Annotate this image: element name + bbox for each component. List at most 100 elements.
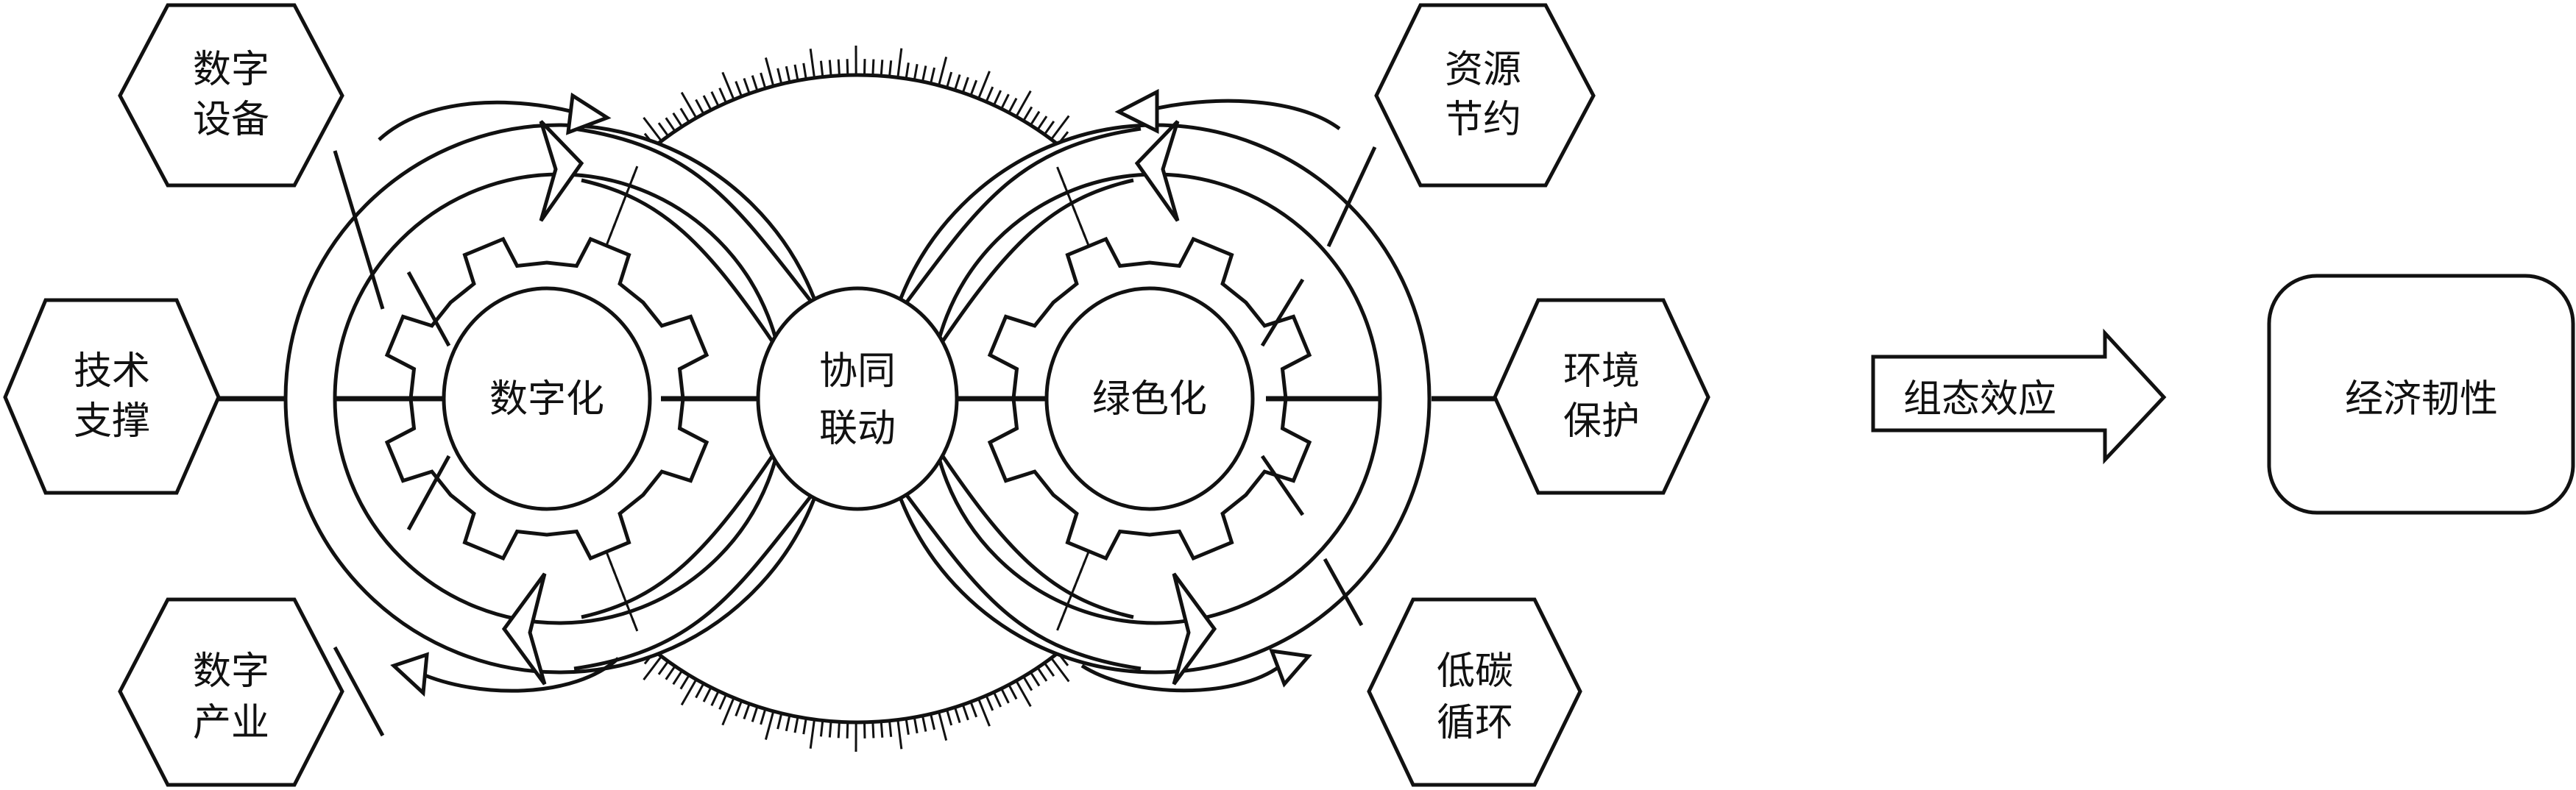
tick-mark [880, 721, 884, 738]
outcome-label: 经济韧性 [2345, 377, 2498, 421]
tick-mark [751, 75, 759, 92]
tick-mark [735, 700, 743, 716]
tick-mark [793, 64, 799, 81]
factor-label: 低碳 [1437, 650, 1513, 694]
tick-mark [837, 722, 841, 739]
arrow-left-icon [390, 652, 429, 697]
tick-mark [743, 703, 751, 720]
tick-mark [946, 71, 953, 88]
tick-mark [930, 67, 936, 84]
tick-mark [938, 57, 948, 86]
effect-arrow-label: 组态效应 [1903, 377, 2056, 421]
tick-mark [1008, 97, 1018, 113]
tick-mark [718, 88, 727, 104]
tick-mark [1022, 676, 1033, 691]
tick-mark [993, 90, 1002, 106]
factor-label: 数字 [193, 650, 269, 694]
curved-arrows [378, 88, 1341, 697]
tick-mark [718, 694, 727, 710]
tick-mark [643, 116, 662, 142]
tick-mark [776, 68, 783, 85]
tick-mark [710, 91, 720, 107]
tick-mark [828, 60, 832, 76]
tick-mark [631, 618, 639, 632]
factor-label: 技术 [74, 349, 150, 394]
tick-mark [760, 72, 767, 89]
center-label: 协同 [819, 349, 896, 394]
factor-environment-protection: 环境 保护 [1493, 298, 1710, 495]
tick-mark [1029, 672, 1041, 687]
tick-mark [846, 722, 849, 739]
tick-mark [665, 117, 676, 132]
tick-mark [631, 166, 639, 179]
tick-mark [880, 60, 884, 76]
factor-digital-industry: 数字 产业 [118, 597, 344, 787]
tick-mark [751, 705, 759, 722]
tick-mark [665, 665, 676, 680]
tick-mark [985, 86, 994, 102]
arrow-left-icon [501, 572, 547, 686]
tick-mark [961, 704, 969, 721]
tick-mark [993, 691, 1002, 708]
tick-mark [969, 701, 978, 718]
tick-mark [1056, 617, 1064, 631]
factor-label: 保护 [1563, 399, 1640, 444]
tick-mark [760, 708, 767, 725]
tick-mark [1022, 106, 1033, 121]
tick-mark [871, 722, 875, 739]
tick-mark [710, 690, 720, 706]
factor-low-carbon-cycle: 低碳 循环 [1367, 597, 1582, 787]
tick-mark [938, 711, 948, 741]
tick-mark [946, 709, 953, 726]
tick-mark [905, 63, 910, 79]
tick-mark [672, 670, 683, 686]
tick-mark [977, 71, 991, 99]
tick-mark [837, 59, 841, 76]
tick-mark [921, 715, 927, 732]
tick-mark [961, 76, 969, 93]
tick-mark [888, 60, 893, 77]
tick-mark [657, 661, 670, 675]
tick-mark [1015, 90, 1032, 118]
arrow-right-icon [1172, 572, 1217, 686]
arrow-right-icon [566, 92, 612, 135]
tick-mark [930, 714, 936, 730]
tick-mark [735, 81, 743, 97]
center-circle [756, 286, 959, 511]
arrow-right-icon [1269, 648, 1312, 688]
factor-label: 节约 [1445, 98, 1521, 142]
tick-mark [969, 79, 978, 96]
right-gear-label: 绿色化 [1092, 377, 1207, 421]
tick-mark [1008, 684, 1018, 700]
tick-mark [1000, 93, 1010, 110]
factor-tech-support: 技术 支撑 [3, 298, 221, 495]
tick-mark [802, 718, 807, 735]
tick-mark [809, 49, 815, 79]
tick-mark [721, 71, 735, 100]
tick-mark [702, 686, 712, 702]
left-gear-label: 数字化 [489, 377, 604, 421]
arrow-right-icon [539, 120, 584, 222]
tick-mark [793, 716, 799, 733]
tick-mark [785, 714, 791, 732]
tick-mark [721, 697, 735, 726]
tick-mark [888, 720, 893, 737]
factor-resource-saving: 资源 节约 [1374, 3, 1596, 188]
tick-mark [764, 57, 775, 87]
tick-mark [1000, 688, 1010, 704]
factor-label: 资源 [1445, 48, 1521, 92]
tick-mark [913, 716, 919, 734]
tick-mark [977, 698, 991, 727]
tick-mark [743, 77, 751, 94]
tick-mark [954, 707, 961, 724]
tick-mark [828, 721, 832, 738]
connector-lines [219, 146, 1495, 737]
tick-mark [819, 60, 824, 77]
tick-mark [954, 74, 961, 90]
center-label: 联动 [819, 407, 896, 451]
tick-mark [819, 720, 824, 737]
tick-mark [1050, 657, 1070, 683]
factor-label: 设备 [193, 98, 269, 142]
tick-mark [643, 655, 662, 681]
